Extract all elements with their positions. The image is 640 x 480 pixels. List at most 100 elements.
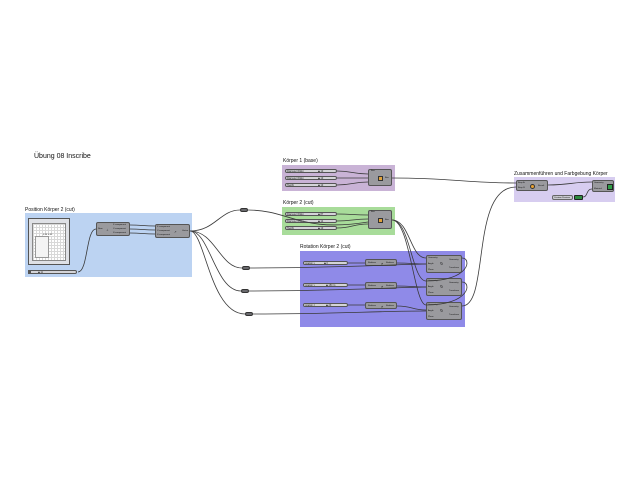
radians-node-y[interactable]: Radians ◢ Radians [365, 282, 397, 289]
rotate-node-x-out-0: Geometry [449, 259, 459, 261]
merge-node-in-0: Brep A [518, 182, 525, 184]
position-node-a-out-0: Z-component [113, 224, 126, 226]
koerper2-box-title: Box [371, 211, 375, 213]
relay-4[interactable] [245, 312, 253, 316]
relay-2[interactable] [242, 266, 250, 270]
radians-node-z[interactable]: Radians ◢ Radians [365, 302, 397, 309]
koerper2-box-node[interactable]: Box Box [368, 210, 392, 229]
position-node-a[interactable]: Num ⊥ Z-component Y-component X-componen… [96, 222, 130, 236]
merge-node-out: Result [538, 185, 545, 187]
position-node-a-input: Num [98, 228, 103, 230]
rotate-node-y-in-0: Geometry [428, 280, 438, 282]
rotate-node-z-out-0: Geometry [449, 306, 459, 308]
rotate-node-z-out-1: Transform [449, 314, 459, 316]
rotation-slider-x-value: ◆ 0 [324, 262, 328, 265]
relay-3[interactable] [241, 289, 249, 293]
rotate-icon: ↻ [440, 261, 444, 266]
group-position-label: Position Körper 2 (cut) [25, 207, 75, 213]
koerper1-slider-0[interactable]: Diameter (Disk) ◆ 10 [285, 169, 337, 173]
radians-node-x-out: Radians [386, 262, 395, 264]
koerper1-box-output: Box [385, 177, 389, 179]
radians-node-z-icon: ◢ [381, 306, 383, 308]
rotate-node-x-in-1: Angle [428, 263, 434, 265]
rotation-slider-y-label: rotation y [305, 284, 315, 287]
koerper1-slider-2-label: Height [287, 184, 294, 187]
position-node-b[interactable]: Z-component Y-component X-component ↗ Ve… [155, 224, 190, 238]
koerper1-slider-2-value: ◆ 10 [318, 184, 324, 187]
rotate-node-x-in-2: Plane [428, 269, 434, 271]
radians-node-z-label: Radians [368, 305, 377, 307]
koerper1-slider-0-value: ◆ 10 [318, 170, 324, 173]
graph-mapper-readout: 0.34 0.4X [43, 234, 53, 236]
position-node-a-out-1: Y-component [113, 228, 126, 230]
position-slider-cap [28, 270, 31, 274]
group-koerper1-label: Körper 1 (base) [283, 158, 318, 164]
rotate-node-y-out-1: Transform [449, 290, 459, 292]
radians-node-x[interactable]: Radians ◢ Radians [365, 259, 397, 266]
merge-node-in-1: Brep B [518, 187, 525, 189]
colour-swatch-label: Custom Preview [554, 197, 570, 199]
rotate-node-y-out-0: Geometry [449, 282, 459, 284]
radians-node-y-out: Radians [386, 285, 395, 287]
radians-node-x-icon: ◢ [381, 263, 383, 265]
custom-preview-node[interactable]: Geometry Material [592, 180, 614, 192]
koerper2-box-output: Box [385, 219, 389, 221]
rotation-slider-x[interactable]: rotation x ◆ 0 [303, 261, 348, 265]
rotate-node-y[interactable]: Geometry Angle Plane ↻ Geometry Transfor… [426, 278, 462, 296]
koerper1-box-node[interactable]: Box Box [368, 169, 392, 186]
box-icon [378, 176, 383, 181]
rotate-node-y-in-1: Angle [428, 286, 434, 288]
koerper2-slider-0[interactable]: Diameter (Disk) ◆ 87 [285, 212, 337, 216]
group-merge-label: Zusammenführen und Farbgebung Körper [514, 171, 608, 177]
colour-swatch-value[interactable] [574, 195, 583, 200]
box-icon [378, 218, 383, 223]
koerper1-slider-1-value: ◆ 10 [318, 177, 324, 180]
koerper2-slider-1-label: Diameter (Disk) [287, 220, 304, 223]
position-node-b-in-2: X-component [157, 234, 171, 236]
position-node-b-in-0: Z-component [157, 226, 170, 228]
radians-node-y-label: Radians [368, 285, 377, 287]
group-rotation-label: Rotation Körper 2 (cut) [300, 244, 351, 250]
koerper2-slider-1[interactable]: Diameter (Disk) ◆ 14 [285, 219, 337, 223]
position-node-a-out-2: X-component [113, 232, 127, 234]
koerper1-slider-0-label: Diameter (Disk) [287, 170, 304, 173]
rotate-icon: ↻ [440, 284, 444, 289]
rotate-node-x[interactable]: Geometry Angle Plane ↻ Geometry Transfor… [426, 255, 462, 273]
position-node-a-icon: ⊥ [106, 228, 109, 232]
boolean-difference-node[interactable]: Brep A Brep B Result [516, 180, 548, 191]
colour-swatch[interactable]: Custom Preview [552, 195, 573, 200]
preview-in-1: Material [594, 188, 602, 190]
graph-mapper[interactable]: 0.34 0.4X [28, 218, 70, 265]
position-slider[interactable]: ◆ 11 [29, 270, 77, 274]
rotate-node-z-in-0: Geometry [428, 304, 438, 306]
koerper1-box-title: Box [371, 170, 375, 172]
radians-node-x-label: Radians [368, 262, 377, 264]
relay-1[interactable] [240, 208, 248, 212]
rotation-slider-y-value: ◆ 150 (p [326, 284, 336, 287]
rotate-node-z[interactable]: Geometry Angle Plane ↻ Geometry Transfor… [426, 302, 462, 320]
koerper2-slider-1-value: ◆ 14 [318, 220, 324, 223]
rotate-node-z-in-2: Plane [428, 316, 434, 318]
rotate-node-x-in-0: Geometry [428, 257, 438, 259]
koerper1-slider-1[interactable]: Diameter (Disk) ◆ 10 [285, 176, 337, 180]
rotate-node-z-in-1: Angle [428, 310, 434, 312]
boolean-difference-icon [530, 184, 535, 189]
koerper1-slider-1-label: Diameter (Disk) [287, 177, 304, 180]
koerper2-slider-2-label: Height [287, 227, 294, 230]
rotation-slider-y[interactable]: rotation y ◆ 150 (p [303, 283, 348, 287]
graph-mapper-inner [35, 236, 49, 258]
canvas-title: Übung 08 Inscribe [34, 153, 91, 160]
preview-in-0: Geometry [594, 182, 604, 184]
graph-mapper-plot [32, 223, 66, 261]
position-node-b-out: Vector [182, 230, 189, 232]
group-koerper2-label: Körper 2 (cut) [283, 200, 314, 206]
preview-icon [607, 184, 613, 190]
rotation-slider-z[interactable]: rotation z ◆ 20 [303, 303, 348, 307]
rotation-slider-x-label: rotation x [305, 262, 315, 265]
position-slider-value: ◆ 11 [38, 271, 43, 274]
rotate-node-x-out-1: Transform [449, 267, 459, 269]
koerper1-slider-2[interactable]: Height ◆ 10 [285, 183, 337, 187]
koerper2-slider-2[interactable]: Height ◆ 10 [285, 226, 337, 230]
rotation-slider-z-label: rotation z [305, 304, 315, 307]
koerper2-slider-2-value: ◆ 10 [318, 227, 324, 230]
